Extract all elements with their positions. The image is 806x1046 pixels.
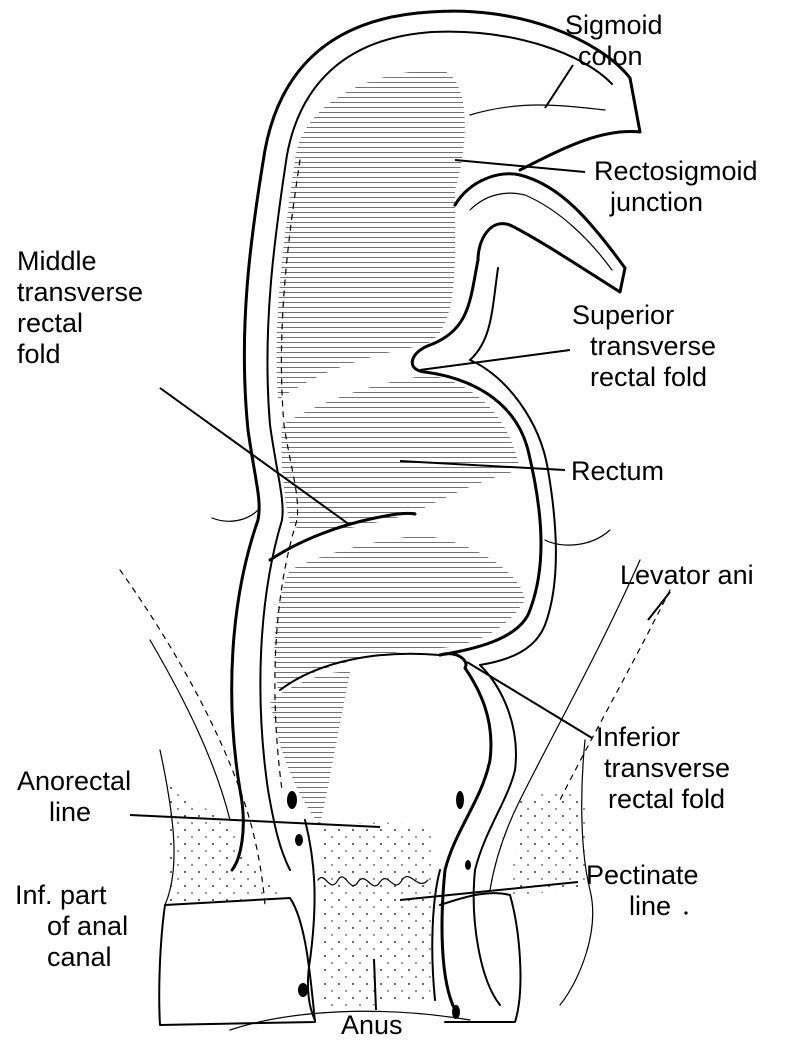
label-anorectal-line: Anorectal line [17,766,131,828]
label-levator-ani: Levator ani [620,560,754,591]
label-line: Superior [572,300,716,331]
label-line: Pectinate [586,860,699,891]
shading-middle [281,375,520,531]
rectosigmoid-fold-inner [470,193,612,270]
label-rectosigmoid-junction: Rectosigmoid junction [594,156,758,218]
label-line: canal [15,942,128,973]
label-line: junction [594,187,758,218]
label-line: line [586,891,699,922]
venous-mark-3 [298,983,308,997]
label-line: transverse [572,331,716,362]
label-line: Middle [17,246,143,277]
label-anus: Anus [341,1010,403,1041]
levator-ani-left-2 [150,640,230,820]
label-line: of anal [15,911,128,942]
label-line: rectal fold [596,784,730,815]
label-line: colon [565,41,663,72]
leader-inferior-fold [467,662,592,738]
sigmoid-lumen-line [470,105,605,115]
peritoneum-left [212,510,258,521]
label-line: transverse [17,277,143,308]
venous-mark-4 [456,791,464,809]
label-line: rectal fold [572,362,716,393]
label-rectum: Rectum [571,456,664,487]
leader-levator-ani [648,592,670,620]
label-superior-transverse-rectal-fold: Superior transverse rectal fold [572,300,716,393]
label-sigmoid-colon: Sigmoid colon [565,10,663,72]
anal-canal-right [432,870,440,1000]
label-inf-part-of-anal-canal: Inf. part of anal canal [15,880,128,973]
label-line: Rectum [571,456,664,487]
leader-superior-fold [420,350,570,370]
lower-right-outer [474,665,516,1005]
label-line: Inf. part [15,880,128,911]
label-inferior-transverse-rectal-fold: Inferior transverse rectal fold [596,722,730,815]
stippled-tissue-right [510,793,590,896]
shading-anal [270,672,350,825]
shading-upper [276,70,464,400]
venous-mark-1 [287,791,297,809]
label-line: line [17,797,131,828]
label-line: transverse [596,753,730,784]
inf-anal-canal-block [159,898,315,1025]
label-line: Anus [341,1010,403,1041]
label-line: Levator ani [620,560,754,591]
label-middle-transverse-rectal-fold: Middle transverse rectal fold [17,246,143,370]
shading-lower [274,535,525,690]
venous-mark-5 [452,1005,460,1019]
label-line: Anorectal [17,766,131,797]
label-line: fold [17,339,143,370]
stippled-anal [320,823,435,1011]
label-pectinate-line: Pectinate line [586,860,699,922]
venous-mark-6 [465,860,471,870]
venous-mark-2 [295,834,303,846]
label-line: Inferior [596,722,730,753]
inferior-fold-wall [440,654,491,1010]
label-line: rectal [17,308,143,339]
stippled-tissue-left [165,780,290,905]
label-line: Sigmoid [565,10,663,41]
label-line: Rectosigmoid [594,156,758,187]
